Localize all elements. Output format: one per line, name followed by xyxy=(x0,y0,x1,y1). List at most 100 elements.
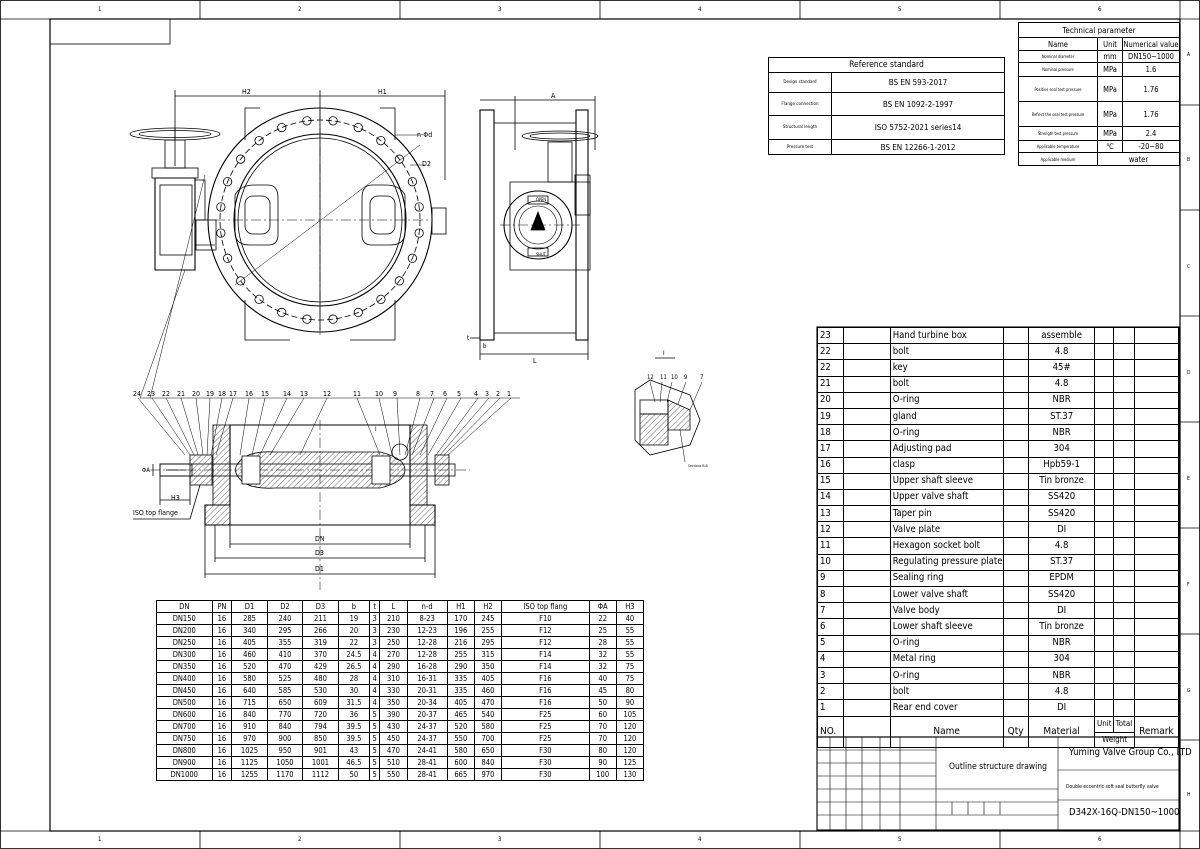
bolt-hole xyxy=(353,307,363,317)
dim-table-cell: 130 xyxy=(615,768,645,781)
parts-empty-cell xyxy=(1133,634,1180,652)
parts-empty-cell xyxy=(843,505,891,523)
tech-unit: MPa xyxy=(1097,126,1123,141)
parts-empty-cell xyxy=(1133,569,1180,588)
dim-table-cell: 16 xyxy=(211,648,233,661)
dim-table-cell: 715 xyxy=(231,696,268,709)
bolt-hole xyxy=(277,307,287,317)
ref-value: BS EN 1092-2-1997 xyxy=(831,92,1005,116)
dim-table-cell: 16 xyxy=(211,624,233,637)
parts-header-unit: Unit xyxy=(1094,715,1115,733)
section-balloon: 1 xyxy=(507,390,512,398)
parts-name: Hand turbine box xyxy=(889,326,1004,345)
ref-item: Design standard xyxy=(768,72,832,93)
zone-number: 4 xyxy=(698,836,702,843)
parts-name: O-ring xyxy=(889,666,1004,685)
tech-value: 2.4 xyxy=(1122,126,1180,141)
parts-empty-cell xyxy=(1094,537,1115,555)
parts-no: 10 xyxy=(817,553,844,571)
dim-table-cell: 70 xyxy=(588,732,617,745)
parts-empty-cell xyxy=(1094,440,1115,458)
bolt-hole xyxy=(302,314,312,324)
parts-empty-cell xyxy=(1113,326,1135,345)
parts-no: 21 xyxy=(817,375,844,393)
parts-empty-cell xyxy=(1113,488,1135,507)
dim-table-cell: 120 xyxy=(615,732,645,745)
parts-no: 7 xyxy=(817,602,844,620)
dim-table-cell: 70 xyxy=(588,720,617,733)
parts-empty-cell xyxy=(1133,521,1180,539)
dim-table-cell: 40 xyxy=(615,612,645,625)
dim-table-cell: 55 xyxy=(615,624,645,637)
parts-empty-cell xyxy=(1113,375,1135,393)
parts-name: O-ring xyxy=(889,634,1004,652)
parts-empty-cell xyxy=(1094,699,1115,717)
dim-table-cell: 40 xyxy=(588,672,617,685)
dim-table-cell: DN1000 xyxy=(156,768,213,781)
dim-dn-label: DN xyxy=(315,535,325,543)
parts-empty-cell xyxy=(1133,440,1180,458)
dim-table-cell: DN150 xyxy=(156,612,213,625)
dim-table-cell: 24.5 xyxy=(337,648,371,661)
dim-table-cell: 550 xyxy=(446,732,475,745)
parts-empty-cell xyxy=(1133,699,1180,717)
dim-table-cell: 290 xyxy=(379,660,408,673)
parts-no: 16 xyxy=(817,456,844,474)
dim-table-cell: 405 xyxy=(231,636,268,649)
dim-table-cell: 50 xyxy=(337,768,371,781)
balloon-leader xyxy=(396,397,401,456)
dim-table-cell: 4 xyxy=(369,648,381,661)
dim-table-cell: 5 xyxy=(369,744,381,757)
dim-table-cell: 540 xyxy=(473,708,503,721)
parts-empty-cell xyxy=(843,553,891,571)
ref-item: Flange connection xyxy=(768,92,832,116)
parts-empty-cell xyxy=(1002,699,1029,717)
parts-empty-cell xyxy=(1133,488,1180,507)
parts-empty-cell xyxy=(1094,375,1115,393)
parts-empty-cell xyxy=(1094,634,1115,652)
parts-empty-cell xyxy=(1113,521,1135,539)
dim-table-cell: DN600 xyxy=(156,708,213,721)
dim-table-cell: 650 xyxy=(266,696,304,709)
parts-empty-cell xyxy=(1002,602,1029,620)
dim-table-cell: 290 xyxy=(446,660,475,673)
dim-table-cell: 410 xyxy=(266,648,304,661)
dim-d3-label: D3 xyxy=(315,549,324,557)
tech-value: DN150~1000 xyxy=(1122,50,1180,63)
parts-no: 5 xyxy=(817,634,844,652)
tech-header: Numerical value xyxy=(1122,37,1180,51)
parts-material: 304 xyxy=(1027,440,1096,458)
parts-name: O-ring xyxy=(889,391,1004,409)
parts-empty-cell xyxy=(843,407,891,426)
side-view xyxy=(470,96,599,360)
dim-table-cell: 22 xyxy=(588,612,617,625)
balloon-leader xyxy=(206,397,211,456)
balloon-leader xyxy=(251,397,266,456)
dim-table-cell: 840 xyxy=(231,708,268,721)
dim-table-cell: 901 xyxy=(302,744,339,757)
parts-material: SS420 xyxy=(1027,505,1096,523)
dim-table-cell: 25 xyxy=(588,624,617,637)
tech-name: Nominal diameter xyxy=(1018,50,1098,63)
dim-table-cell: F14 xyxy=(501,648,590,661)
parts-empty-cell xyxy=(1002,456,1029,474)
dim-table-cell: 405 xyxy=(446,696,475,709)
parts-name: Sealing ring xyxy=(889,569,1004,588)
parts-empty-cell xyxy=(1113,391,1135,409)
parts-material: EPDM xyxy=(1027,569,1096,588)
dim-d1-label: D1 xyxy=(315,565,324,573)
dim-table-cell: 315 xyxy=(473,648,503,661)
parts-empty-cell xyxy=(1002,359,1029,377)
dim-table-cell: F10 xyxy=(501,612,590,625)
dim-table-cell: 16 xyxy=(211,756,233,769)
dim-table-cell: 350 xyxy=(473,660,503,673)
dim-table-cell: 32 xyxy=(588,648,617,661)
parts-name: gland xyxy=(889,407,1004,426)
dim-table-cell: 60 xyxy=(588,708,617,721)
parts-name: bolt xyxy=(889,375,1004,393)
